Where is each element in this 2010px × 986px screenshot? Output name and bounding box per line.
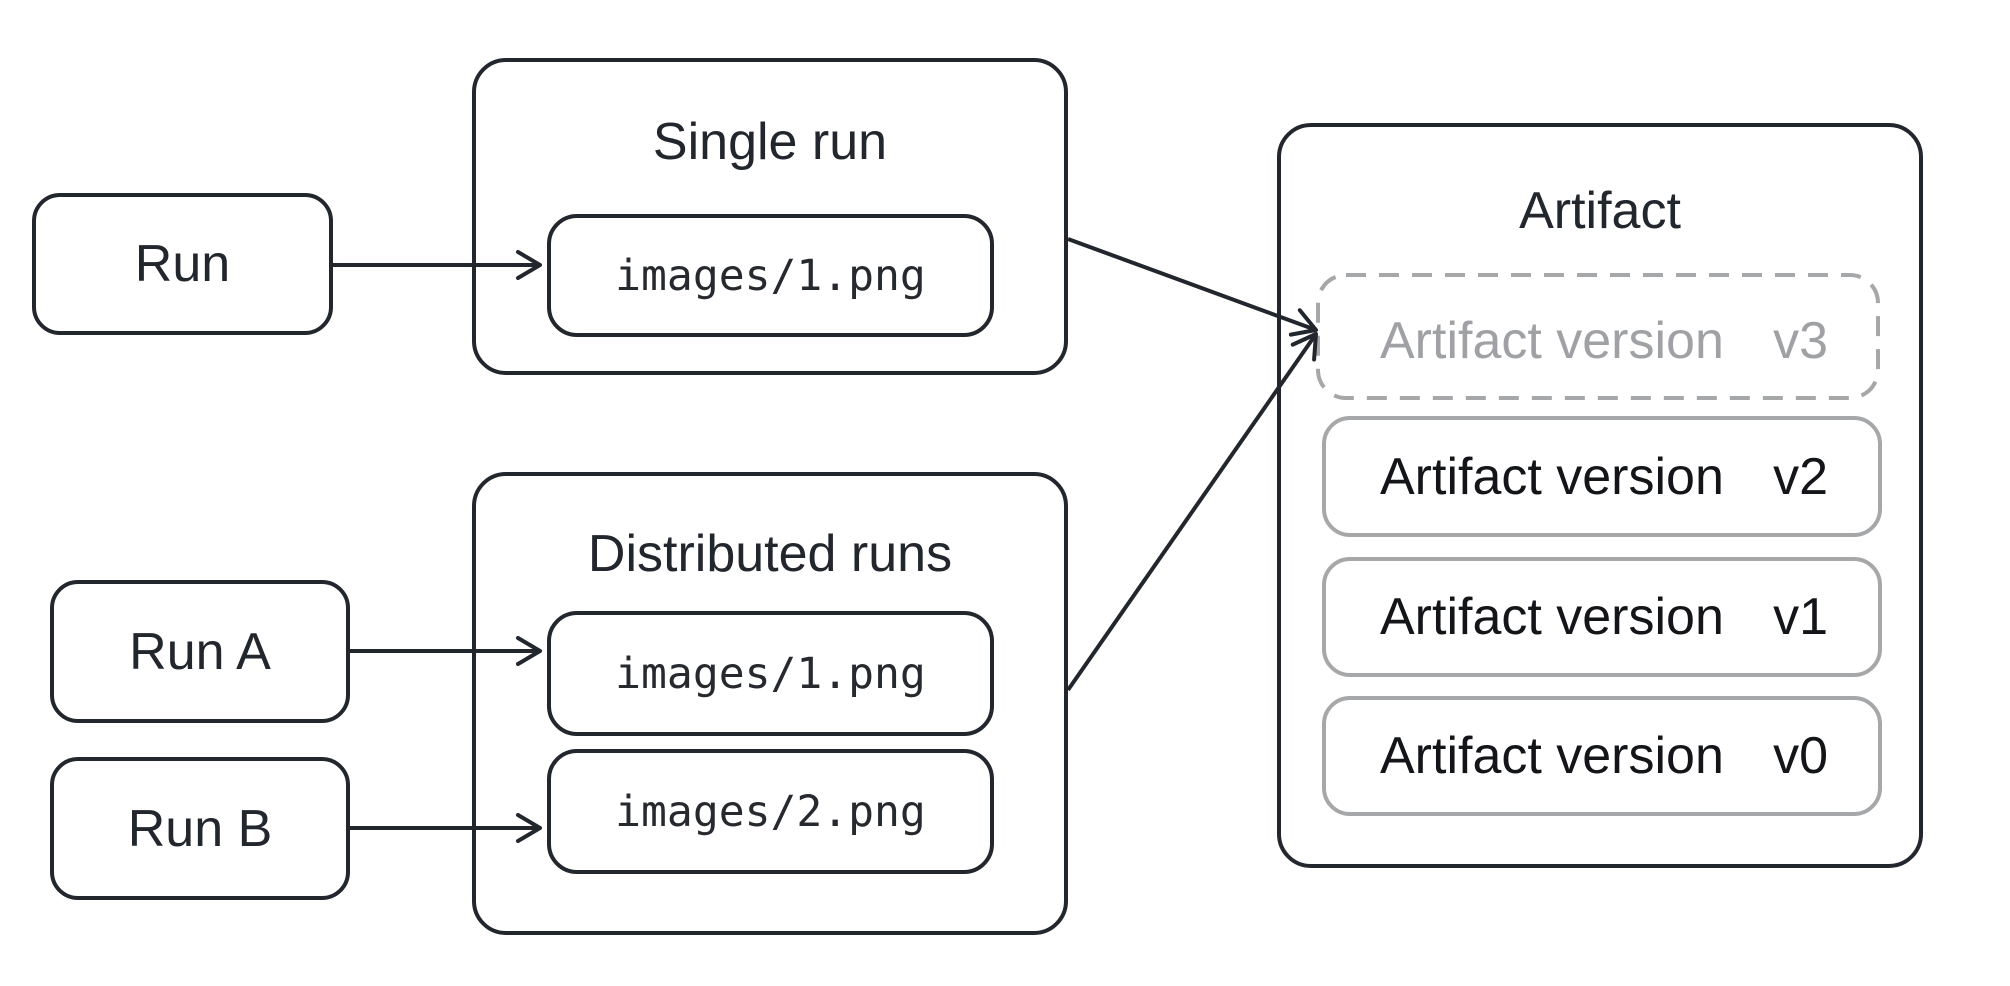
artifact-version-row-v2: Artifact version v2	[1322, 416, 1882, 537]
single-run-title: Single run	[652, 113, 888, 171]
artifact-version-row-v1: Artifact version v1	[1322, 557, 1882, 677]
single-run-container: Single run images/1.png	[472, 58, 1068, 375]
artifact-version-row-v0: Artifact version v0	[1322, 696, 1882, 816]
distributed-file-box-1: images/1.png	[547, 611, 994, 736]
run-a-node: Run A	[50, 580, 350, 723]
artifact-version-label: Artifact version	[1380, 447, 1724, 506]
artifact-version-label: Artifact version	[1380, 588, 1724, 646]
run-a-node-label: Run A	[129, 622, 271, 681]
artifact-version-label: Artifact version	[1380, 311, 1724, 370]
distributed-file-box-2: images/2.png	[547, 749, 994, 874]
artifact-version-tag: v0	[1773, 727, 1828, 785]
distributed-file-path-2: images/2.png	[615, 786, 926, 837]
artifact-version-label: Artifact version	[1380, 727, 1724, 785]
distributed-runs-container: Distributed runs images/1.png images/2.p…	[472, 472, 1068, 935]
run-node-label: Run	[134, 235, 231, 293]
run-b-node: Run B	[50, 757, 350, 900]
artifact-version-row-v3-pending: Artifact version v3	[1322, 279, 1882, 402]
single-run-file-path: images/1.png	[615, 250, 926, 301]
artifact-title: Artifact	[1519, 182, 1681, 240]
artifact-version-tag: v1	[1773, 588, 1828, 646]
distributed-file-path-1: images/1.png	[615, 648, 926, 699]
artifact-version-tag: v2	[1773, 447, 1828, 506]
run-b-node-label: Run B	[127, 799, 273, 858]
artifact-version-tag: v3	[1773, 311, 1828, 370]
artifact-container: Artifact Artifact version v3 Artifact ve…	[1277, 123, 1923, 868]
run-node: Run	[32, 193, 333, 335]
single-run-file-box: images/1.png	[547, 214, 994, 337]
distributed-runs-title: Distributed runs	[587, 525, 953, 583]
